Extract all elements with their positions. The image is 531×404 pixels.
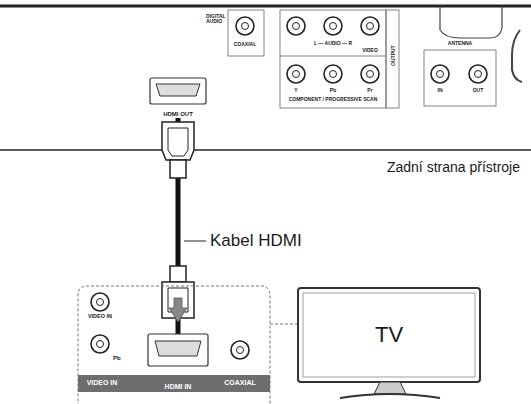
frame-divider xyxy=(280,56,386,57)
jack-center xyxy=(367,71,374,78)
tv-bezel xyxy=(298,288,480,382)
plug-boot xyxy=(170,160,186,178)
rca-jack xyxy=(91,335,109,353)
port-label: COAXIAL xyxy=(224,379,256,386)
port-label: OUT xyxy=(473,88,484,93)
port-label: Y xyxy=(294,88,297,93)
hdmi-socket xyxy=(155,341,201,356)
plug-boot xyxy=(170,266,186,282)
antenna-frame xyxy=(424,50,496,106)
rca-jack xyxy=(236,17,254,35)
caption-label: Zadní strana přístroje xyxy=(387,160,520,175)
jack-center xyxy=(293,71,300,78)
callout-dash xyxy=(270,324,300,325)
rca-jack xyxy=(324,17,342,35)
coaxial-frame xyxy=(228,10,264,56)
hdmi-socket xyxy=(156,84,200,96)
port-label: VIDEO IN xyxy=(87,379,118,386)
port-label: L — AUDIO — R xyxy=(314,41,352,46)
port-label: HDMI IN xyxy=(165,383,192,392)
rca-jack xyxy=(324,65,342,83)
jack-center xyxy=(437,71,444,78)
port-label: HDMI OUT xyxy=(163,111,193,118)
label-strip xyxy=(78,375,270,392)
housing-notch xyxy=(440,6,502,38)
tv-stand xyxy=(374,382,406,394)
rca-jack xyxy=(469,65,487,83)
device-bottom xyxy=(0,149,531,151)
jack-center xyxy=(97,341,104,348)
tv-screen-node: TV xyxy=(303,293,475,377)
jack-center xyxy=(97,299,104,306)
output-frame xyxy=(280,10,386,108)
hdmi-plug-detail xyxy=(168,128,188,156)
rca-jack xyxy=(287,65,305,83)
jack-center xyxy=(242,23,249,30)
leader-line xyxy=(184,241,206,242)
rca-jack xyxy=(91,293,109,311)
insert-arrow xyxy=(169,298,187,322)
tv-label: TV xyxy=(375,322,403,349)
jack-center xyxy=(293,23,300,30)
hdmi-port-node: HDMI OUT xyxy=(150,78,206,118)
hdmi-port-node: HDMI IN xyxy=(148,334,208,392)
hdmi-plug xyxy=(162,122,194,160)
port-label: COAXIAL xyxy=(234,42,257,47)
tv-screen xyxy=(303,293,475,377)
rca-jack xyxy=(287,17,305,35)
jack-center xyxy=(330,23,337,30)
tv-panel xyxy=(78,286,270,404)
hdmi-port xyxy=(150,78,206,104)
jack-center xyxy=(475,71,482,78)
port-label: COMPONENT / PROGRESSIVE SCAN xyxy=(289,97,378,102)
hdmi-port xyxy=(148,334,208,366)
jack-center xyxy=(330,71,337,78)
port-label: Pr xyxy=(367,88,372,93)
port-label: VIDEO IN xyxy=(88,314,112,320)
output-strip xyxy=(386,10,399,108)
port-label: OUTPUT xyxy=(390,46,395,67)
rca-jack xyxy=(361,17,379,35)
rca-jack xyxy=(431,65,449,83)
jack-center xyxy=(237,347,244,354)
housing-edge xyxy=(512,30,522,82)
port-label: Pb xyxy=(330,88,336,93)
port-label: Pb xyxy=(113,355,121,361)
device-edge xyxy=(0,5,531,8)
port-label: VIDEO xyxy=(362,48,378,53)
port-label: ANTENNA xyxy=(448,41,472,46)
caption-label: Kabel HDMI xyxy=(210,232,302,250)
port-label: IN xyxy=(438,88,443,93)
tv-base xyxy=(340,394,440,398)
jack-center xyxy=(367,23,374,30)
rca-jack xyxy=(231,341,249,359)
rca-jack xyxy=(361,65,379,83)
port-label: DIGITAL AUDIO xyxy=(206,14,230,25)
